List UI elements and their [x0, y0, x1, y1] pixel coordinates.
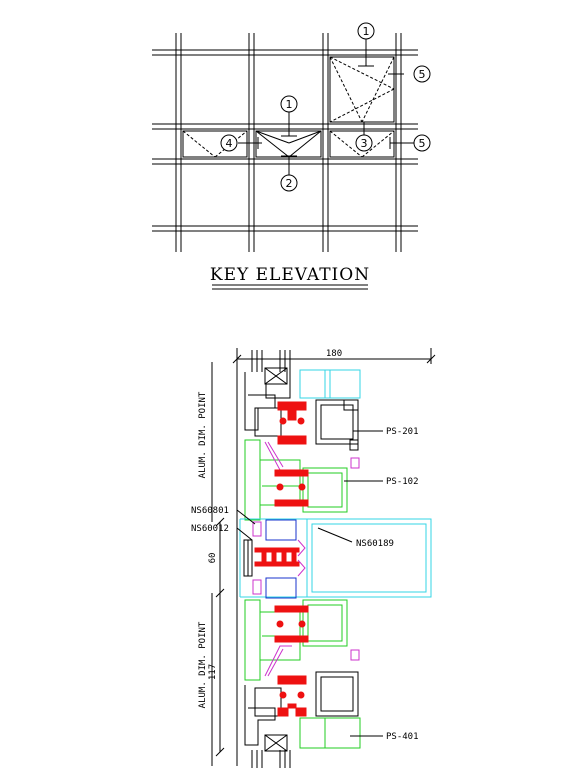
magenta-arm-upper	[264, 441, 360, 471]
profile-leaders	[236, 430, 383, 737]
svg-text:KEY ELEVATION: KEY ELEVATION	[210, 265, 370, 285]
label-ns60012: NS60012	[191, 524, 229, 534]
svg-text:1: 1	[363, 25, 370, 38]
callout-1-middle: 1	[280, 95, 298, 113]
central-gaskets	[254, 547, 300, 567]
callout-3: 3	[355, 134, 373, 152]
central-magenta-parts	[252, 521, 306, 595]
ps201-profile	[315, 399, 359, 451]
callout-1-top: 1	[357, 22, 375, 40]
width-dimension-text: 180	[326, 349, 342, 359]
top-vent-window	[329, 56, 395, 123]
callout-ticks	[257, 65, 391, 157]
bottom-mullion	[244, 671, 359, 768]
svg-text:3: 3	[361, 137, 368, 150]
callout-5-bottom: 5	[413, 134, 431, 152]
dimension-60-text: 60	[208, 553, 218, 564]
grid-horizontal-lines	[152, 49, 418, 232]
insulated-glass-unit	[239, 518, 432, 598]
central-insert	[265, 519, 297, 599]
svg-text:5: 5	[419, 68, 426, 81]
callout-2: 2	[280, 174, 298, 192]
svg-text:5: 5	[419, 137, 426, 150]
green-frame-upper	[244, 439, 348, 521]
key-elevation	[152, 33, 418, 252]
svg-text:4: 4	[226, 137, 233, 150]
magenta-arm-lower	[264, 645, 360, 677]
callout-leaders	[238, 39, 414, 175]
callout-5-top: 5	[413, 65, 431, 83]
label-ps401: PS-401	[386, 732, 419, 742]
alum-dim-point-top-label: ALUM. DIM. POINT	[198, 391, 208, 478]
bottom-gaskets	[277, 675, 307, 717]
vertical-dimensions	[215, 517, 225, 757]
alum-dim-point-bottom-label: ALUM. DIM. POINT	[198, 621, 208, 708]
extension-lines	[211, 348, 432, 766]
lower-gaskets	[274, 605, 309, 643]
label-ps201: PS-201	[386, 427, 419, 437]
top-glass-frame	[299, 369, 361, 399]
svg-text:1: 1	[286, 98, 293, 111]
mid-upper-gaskets	[274, 469, 309, 507]
section-detail: 180 60 117 ALUM. DIM. POINT ALUM. DIM. P…	[191, 348, 436, 768]
dimension-117-text: 117	[208, 664, 218, 680]
grid-vertical-lines	[175, 33, 402, 252]
label-ns60189: NS60189	[356, 539, 394, 549]
top-gaskets	[277, 401, 307, 445]
label-ps102: PS-102	[386, 477, 419, 487]
width-dimension	[232, 354, 436, 364]
label-ns60801: NS60801	[191, 506, 229, 516]
callout-bubbles: 1 5 1 2 4 3 5	[220, 22, 431, 192]
top-mullion	[244, 350, 291, 437]
callout-4: 4	[220, 134, 238, 152]
transom-windows	[182, 130, 395, 158]
svg-text:2: 2	[286, 177, 293, 190]
key-elevation-title: KEY ELEVATION	[210, 265, 370, 290]
ps401-sill	[299, 717, 361, 749]
central-black-parts	[243, 539, 253, 577]
